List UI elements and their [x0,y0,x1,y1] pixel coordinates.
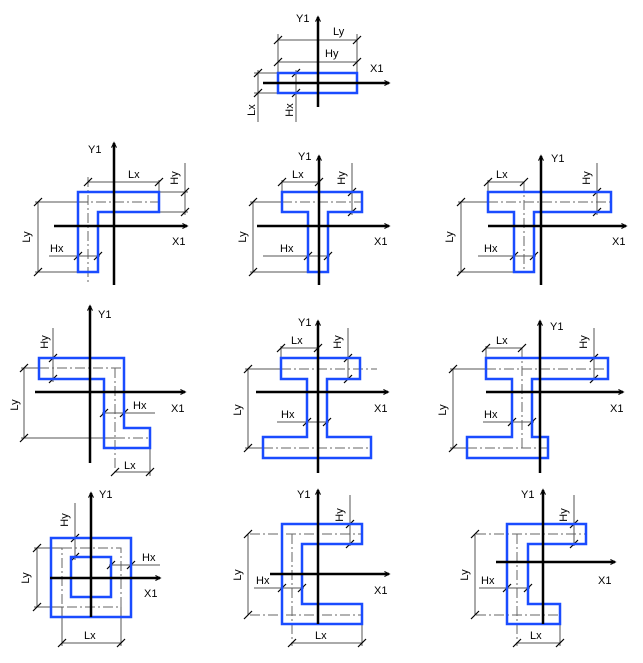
hy-label: Hy [332,335,344,349]
ly-label: Ly [232,569,244,581]
section-outline [76,190,161,274]
x-axis-label: X1 [370,63,383,75]
section-rectangle: Y1 Ly Hy X1 Lx Hx [246,13,391,122]
section-angle: Y1 Lx Hy Ly Hx X1 [21,141,190,285]
y-axis-label: Y1 [521,489,534,501]
section-outline [465,356,610,460]
x-axis-label: X1 [612,236,625,248]
y-axis-label: Y1 [98,309,111,321]
x-axis-label: X1 [171,403,184,415]
x-axis-label: X1 [610,403,623,415]
section-channel-asymmetric: Y1 Hy Ly Hx X1 Lx [459,488,617,648]
hx-label: Hx [142,552,156,564]
lx-label: Lx [84,630,96,642]
lx-label: Lx [530,630,542,642]
hy-label: Hy [581,171,593,185]
section-tee-symmetric: Y1 Lx Hy Ly Hx X1 [237,151,391,285]
ly-label: Ly [20,572,32,584]
y-axis-label: Y1 [550,321,563,333]
ly-label: Ly [333,26,345,38]
hy-label: Hy [59,513,71,527]
lx-label: Lx [292,169,304,181]
section-z: Y1 Hy Ly Hx X1 Lx [9,304,187,477]
section-tee-asymmetric: Y1 Lx Hy Ly Hx X1 [444,153,628,285]
hy-label: Hy [39,335,51,349]
hy-label: Hy [169,171,181,185]
hx-label: Hx [50,243,64,255]
x-axis-label: X1 [374,236,387,248]
x-axis-label: X1 [374,585,387,597]
y-axis-label: Y1 [551,153,564,165]
y-axis-label: Y1 [88,144,101,156]
section-channel: Y1 Hy Ly Hx X1 Lx [232,488,391,648]
ly-label: Ly [437,404,449,416]
section-outline [280,190,364,274]
y-axis-label: Y1 [99,489,112,501]
hx-label: Hx [280,243,294,255]
x-axis-label: X1 [144,588,157,600]
hy-label: Hy [336,171,348,185]
section-outline [486,190,613,274]
x-axis-label: X1 [374,403,387,415]
ly-label: Ly [444,231,456,243]
ly-label: Ly [9,399,21,411]
lx-label: Lx [124,460,136,472]
lx-label: Lx [496,335,508,347]
hx-label: Hx [484,409,498,421]
lx-label: Lx [128,169,140,181]
lx-label: Lx [246,104,258,116]
x-axis-label: X1 [598,575,611,587]
ly-label: Ly [232,404,244,416]
section-outline [261,356,373,460]
hx-label: Hx [481,575,495,587]
section-outline [505,522,588,626]
ly-label: Ly [459,569,471,581]
hx-label: Hx [281,409,295,421]
section-i-beam-asymmetric: Y1 Lx Hy Ly Hx X1 [437,319,625,473]
y-axis-label: Y1 [296,13,309,25]
hy-label: Hy [558,508,570,522]
section-box: Y1 Hy Hx Ly X1 Lx [20,489,162,648]
lx-label: Lx [291,335,303,347]
y-axis-label: Y1 [297,489,310,501]
ly-label: Ly [21,231,33,243]
ly-label: Ly [237,231,249,243]
hy-label: Hy [578,335,590,349]
x-axis-label: X1 [172,236,185,248]
hx-label: Hx [133,400,147,412]
y-axis-label: Y1 [298,151,311,163]
section-i-beam: Y1 Lx Hy Ly Hx X1 [232,317,390,473]
hx-label: Hx [256,575,270,587]
lx-label: Lx [315,630,327,642]
section-outline [280,522,364,626]
hy-label: Hy [325,48,339,60]
section-outline [37,356,152,450]
hx-label: Hx [284,103,296,117]
lx-label: Lx [496,169,508,181]
hx-label: Hx [484,243,498,255]
y-axis-label: Y1 [298,317,311,329]
hy-label: Hy [334,508,346,522]
